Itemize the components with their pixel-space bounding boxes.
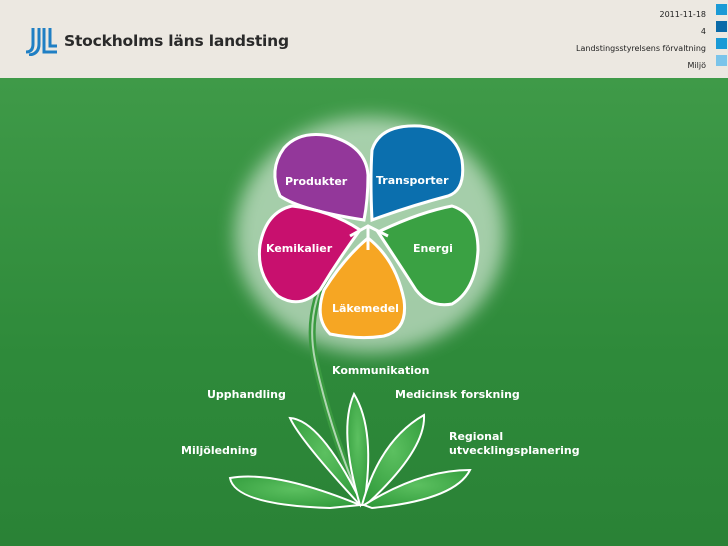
petal-lakemedel <box>318 236 407 340</box>
label-miljoledning: Miljöledning <box>181 444 258 457</box>
flower-head <box>257 124 480 340</box>
sll-logo-icon <box>25 28 57 56</box>
leaf <box>361 468 472 510</box>
sll-logo: Stockholms läns landsting <box>24 24 289 58</box>
label-upphandling: Upphandling <box>207 388 286 401</box>
petal-kemikalier <box>257 204 363 304</box>
petal-label-transporter: Transporter <box>376 174 449 187</box>
logo-text: Stockholms läns landsting <box>64 32 289 50</box>
slide-meta: 2011-11-18 4 Landstingsstyrelsens förval… <box>576 6 706 74</box>
petal-produkter <box>273 133 370 222</box>
leaf <box>346 391 370 506</box>
color-square <box>716 38 727 49</box>
petal-label-lakemedel: Läkemedel <box>332 302 399 315</box>
color-square <box>716 55 727 66</box>
label-regional-utvecklingsplanering: Regional utvecklingsplanering <box>449 430 580 457</box>
color-square <box>716 21 727 32</box>
color-squares <box>716 4 728 72</box>
leaf <box>288 416 361 508</box>
color-square <box>716 4 727 15</box>
leaf-cluster <box>228 391 472 510</box>
flower-center <box>349 224 389 250</box>
slide-department: Landstingsstyrelsens förvaltning <box>576 44 706 53</box>
label-kommunikation: Kommunikation <box>332 364 430 377</box>
leaf <box>228 475 361 510</box>
slide-date: 2011-11-18 <box>659 10 707 19</box>
slide-page-number: 4 <box>700 27 706 36</box>
petal-label-energi: Energi <box>413 242 453 255</box>
label-medicinsk-forskning: Medicinsk forskning <box>395 388 520 401</box>
petal-transporter <box>369 124 465 223</box>
petal-label-kemikalier: Kemikalier <box>266 242 333 255</box>
leaf <box>360 413 426 506</box>
slide-section: Miljö <box>687 61 706 70</box>
flower-stem-outline <box>311 269 361 501</box>
slide-header: Stockholms läns landsting 2011-11-18 4 L… <box>0 0 728 78</box>
petal-label-produkter: Produkter <box>285 175 348 188</box>
petal-energi <box>375 204 480 307</box>
